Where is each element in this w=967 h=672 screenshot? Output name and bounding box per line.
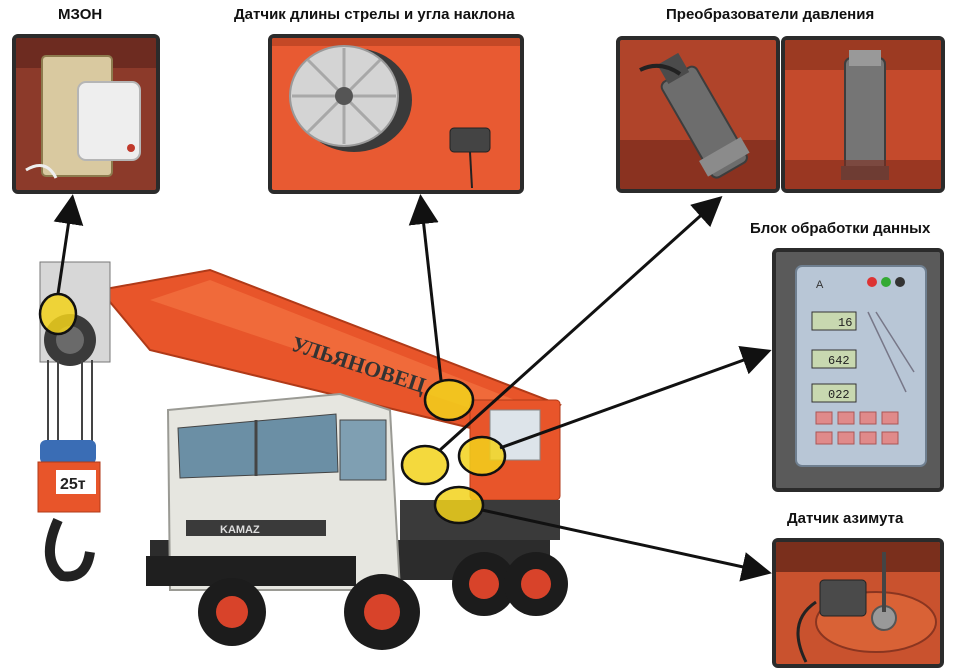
highlight-data-unit xyxy=(457,435,507,477)
arrow-pressure xyxy=(438,195,723,452)
label-mzon: МЗОН xyxy=(58,6,103,23)
pressure-transducer-1-illustration xyxy=(620,40,776,189)
crane-cabin xyxy=(469,399,561,501)
pressure-transducer-2-illustration xyxy=(785,40,941,189)
arrow-data-unit xyxy=(499,346,772,450)
hook-capacity-text: 25т xyxy=(60,476,86,493)
arrow-boom-sensor xyxy=(408,194,443,381)
hook-assembly: 25т xyxy=(37,360,101,582)
readout-3: 022 xyxy=(828,388,850,402)
label-boom-sensor: Датчик длины стрелы и угла наклона xyxy=(234,6,515,23)
highlight-mzon xyxy=(38,292,78,336)
azimuth-sensor-illustration xyxy=(776,542,940,664)
truck-brand-text: KAMAZ xyxy=(220,524,260,536)
data-unit-illustration: A 16 642 022 xyxy=(776,252,940,488)
readout-2: 642 xyxy=(828,354,850,368)
readout-1: 16 xyxy=(838,316,852,330)
label-data-unit: Блок обработки данных xyxy=(750,220,931,237)
highlight-boom-sensor xyxy=(423,378,475,422)
photo-azimuth-sensor xyxy=(772,538,944,668)
highlight-azimuth xyxy=(433,485,485,525)
photo-mzon xyxy=(12,34,160,194)
arrow-mzon xyxy=(53,194,84,295)
panel-mark: A xyxy=(816,279,824,291)
mzon-device-illustration xyxy=(16,38,156,190)
highlight-pressure xyxy=(400,444,450,486)
label-pressure-transducers: Преобразователи давления xyxy=(666,6,875,23)
arrow-azimuth xyxy=(481,508,772,582)
truck-wheels xyxy=(198,552,568,650)
photo-data-unit: A 16 642 022 xyxy=(772,248,944,492)
photo-pressure-transducer-1 xyxy=(616,36,780,193)
boom-sensor-illustration xyxy=(272,38,520,190)
photo-boom-sensor xyxy=(268,34,524,194)
label-azimuth-sensor: Датчик азимута xyxy=(787,510,904,527)
photo-pressure-transducer-2 xyxy=(781,36,945,193)
sensor-highlights xyxy=(38,292,507,525)
callout-arrows xyxy=(53,194,772,582)
